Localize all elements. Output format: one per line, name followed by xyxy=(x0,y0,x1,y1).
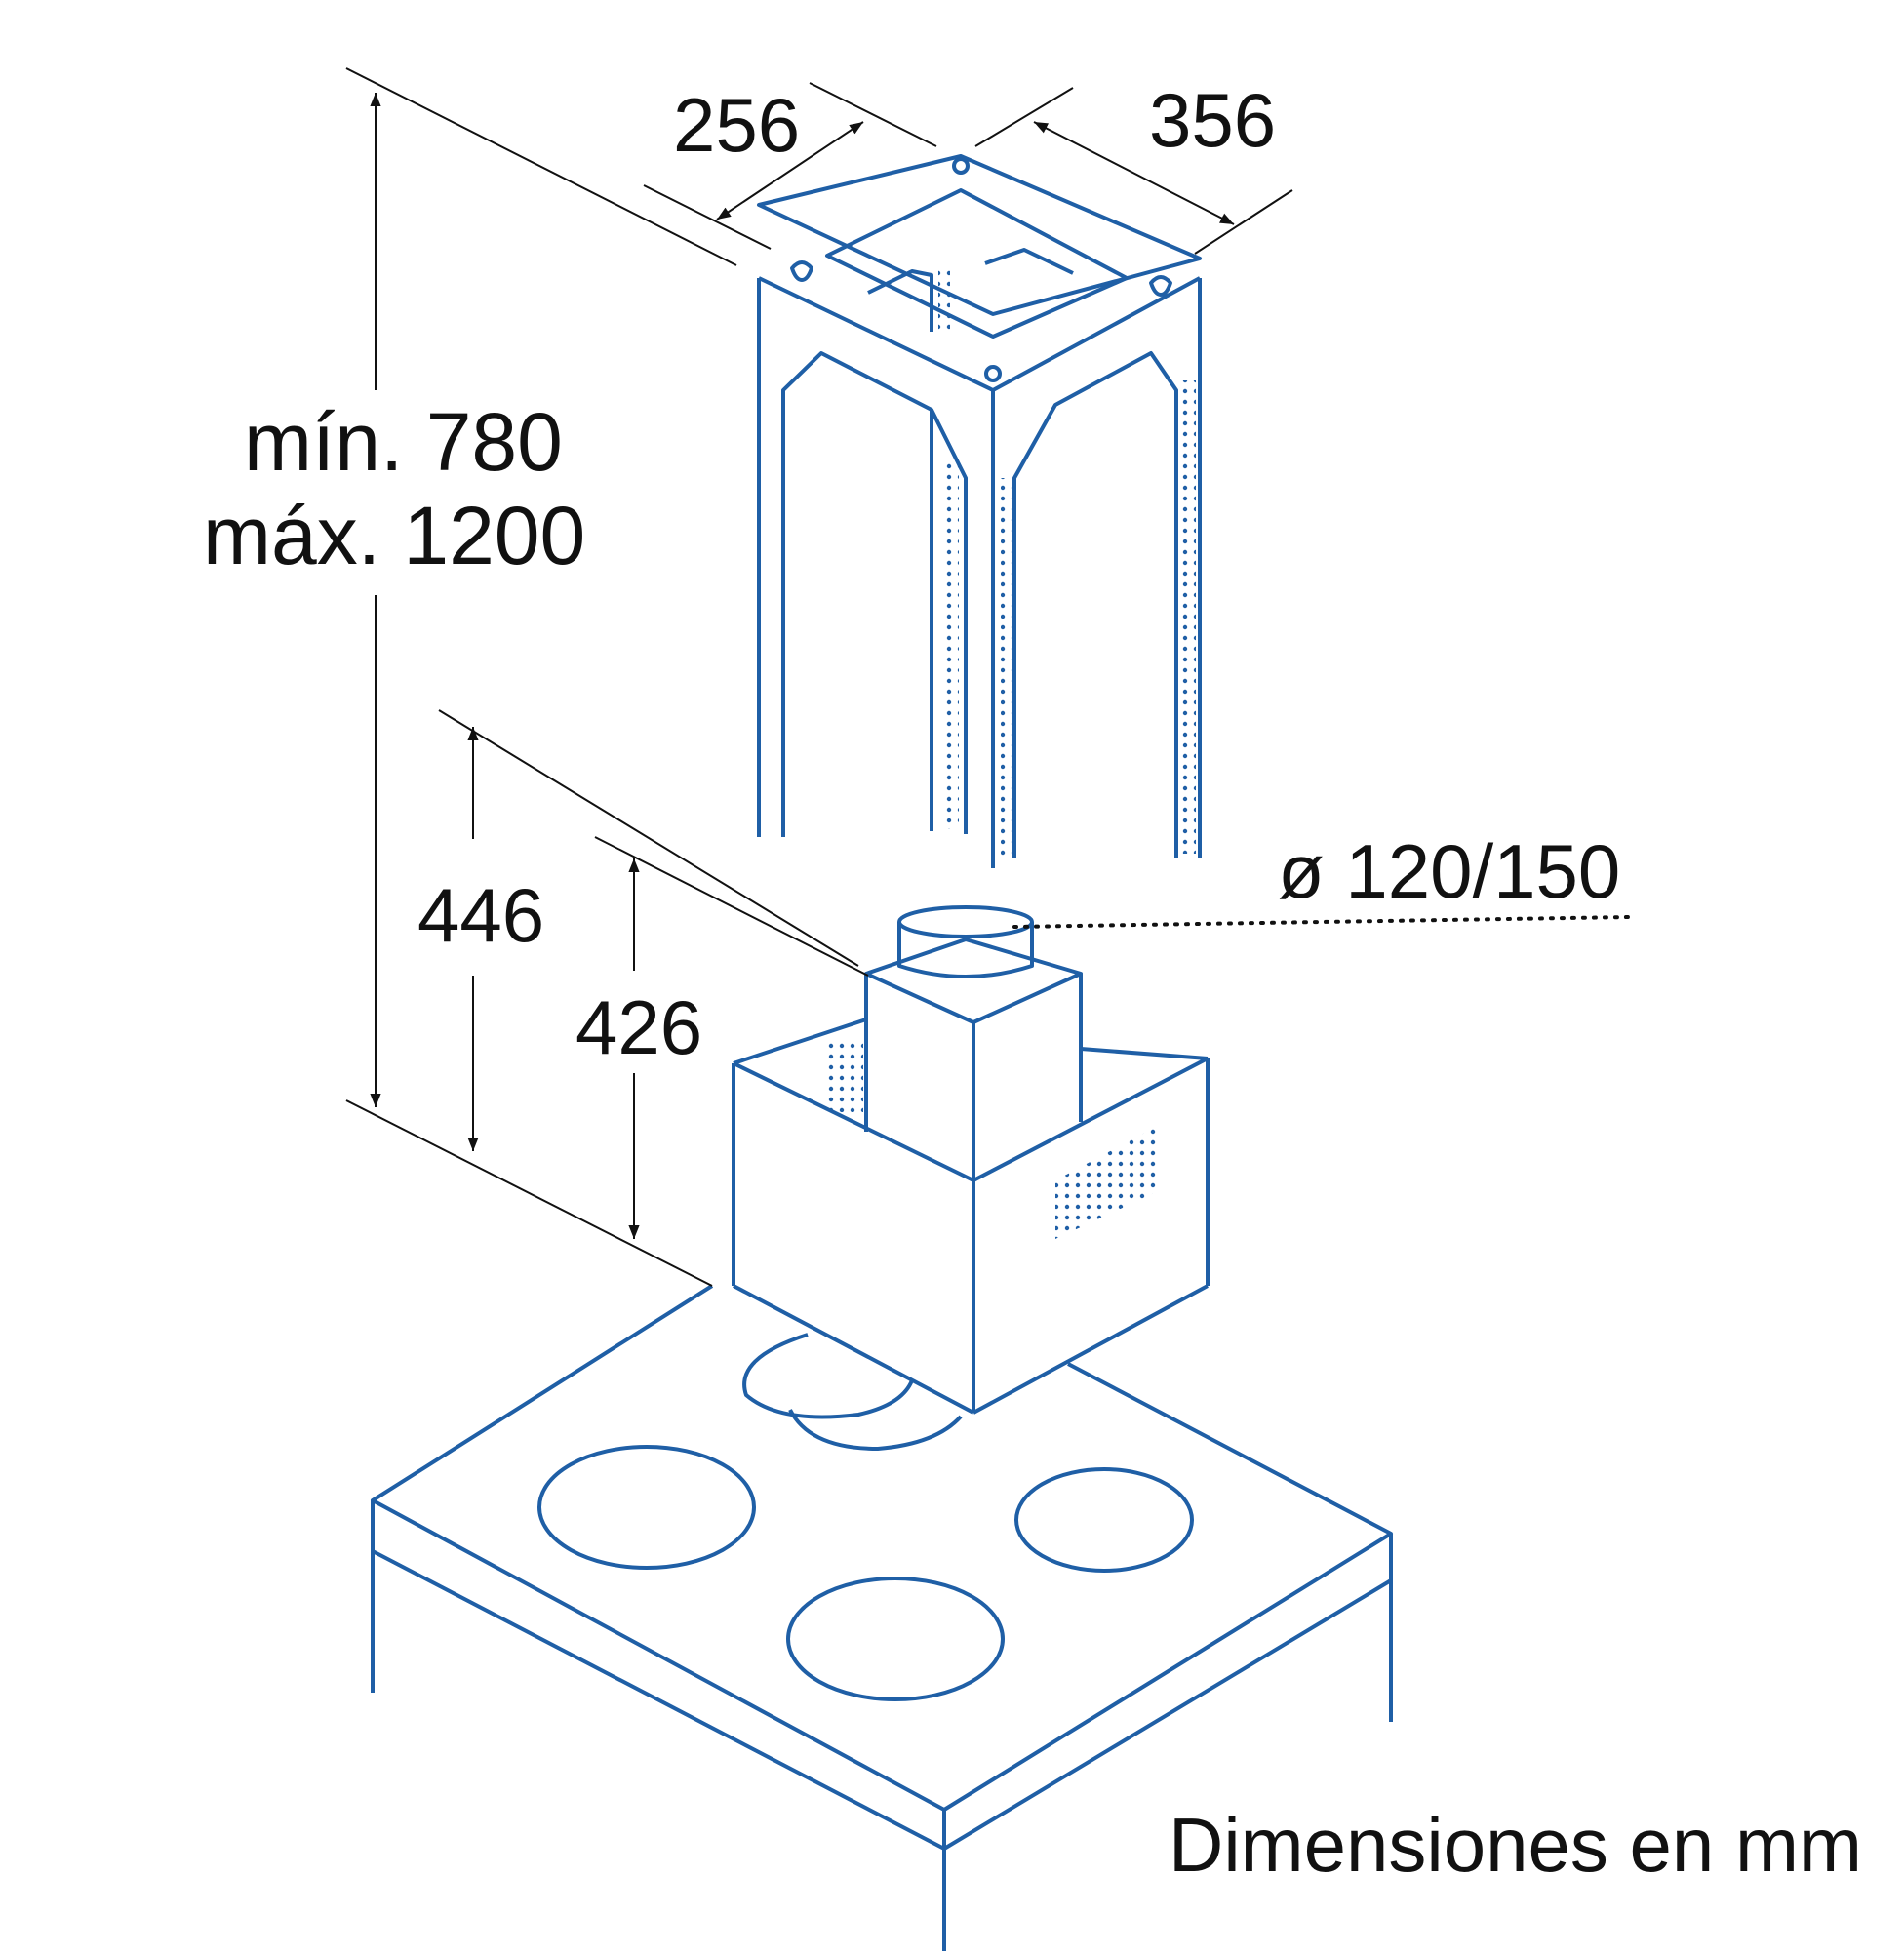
label-hood-height: 446 xyxy=(417,872,544,958)
chimney-top-opening xyxy=(825,188,1129,339)
burner-left xyxy=(537,1445,756,1570)
hood-housing xyxy=(733,1018,867,1065)
burner-right xyxy=(1014,1467,1194,1573)
dim-line-256 xyxy=(716,121,864,220)
caption-units: Dimensiones en mm xyxy=(1169,1802,1862,1888)
hood-body xyxy=(732,905,1210,1451)
label-height-min: mín. 780 xyxy=(244,396,563,488)
filter-right xyxy=(788,1409,963,1451)
label-chimney-depth: 356 xyxy=(1149,77,1276,163)
label-duct-diameter: ø 120/150 xyxy=(1278,828,1620,914)
dimension-lines xyxy=(345,67,1293,1287)
label-height-max: máx. 1200 xyxy=(203,490,585,581)
chimney xyxy=(757,154,1202,868)
duct-collar-top xyxy=(897,905,1034,938)
label-hood-body-height: 426 xyxy=(575,984,702,1070)
hood-vent-grilles xyxy=(824,1042,1156,1239)
duct-leader-line xyxy=(1012,915,1631,929)
chimney-panel-left xyxy=(781,351,968,837)
chimney-top-frame xyxy=(757,154,1202,316)
burner-front xyxy=(786,1577,1005,1701)
cooktop xyxy=(371,1284,1393,1951)
filter-left xyxy=(742,1333,914,1419)
label-chimney-width: 256 xyxy=(673,82,800,168)
dim-line-356 xyxy=(1033,121,1235,225)
chimney-panel-right xyxy=(1012,351,1178,858)
chimney-perforations xyxy=(938,265,1196,858)
